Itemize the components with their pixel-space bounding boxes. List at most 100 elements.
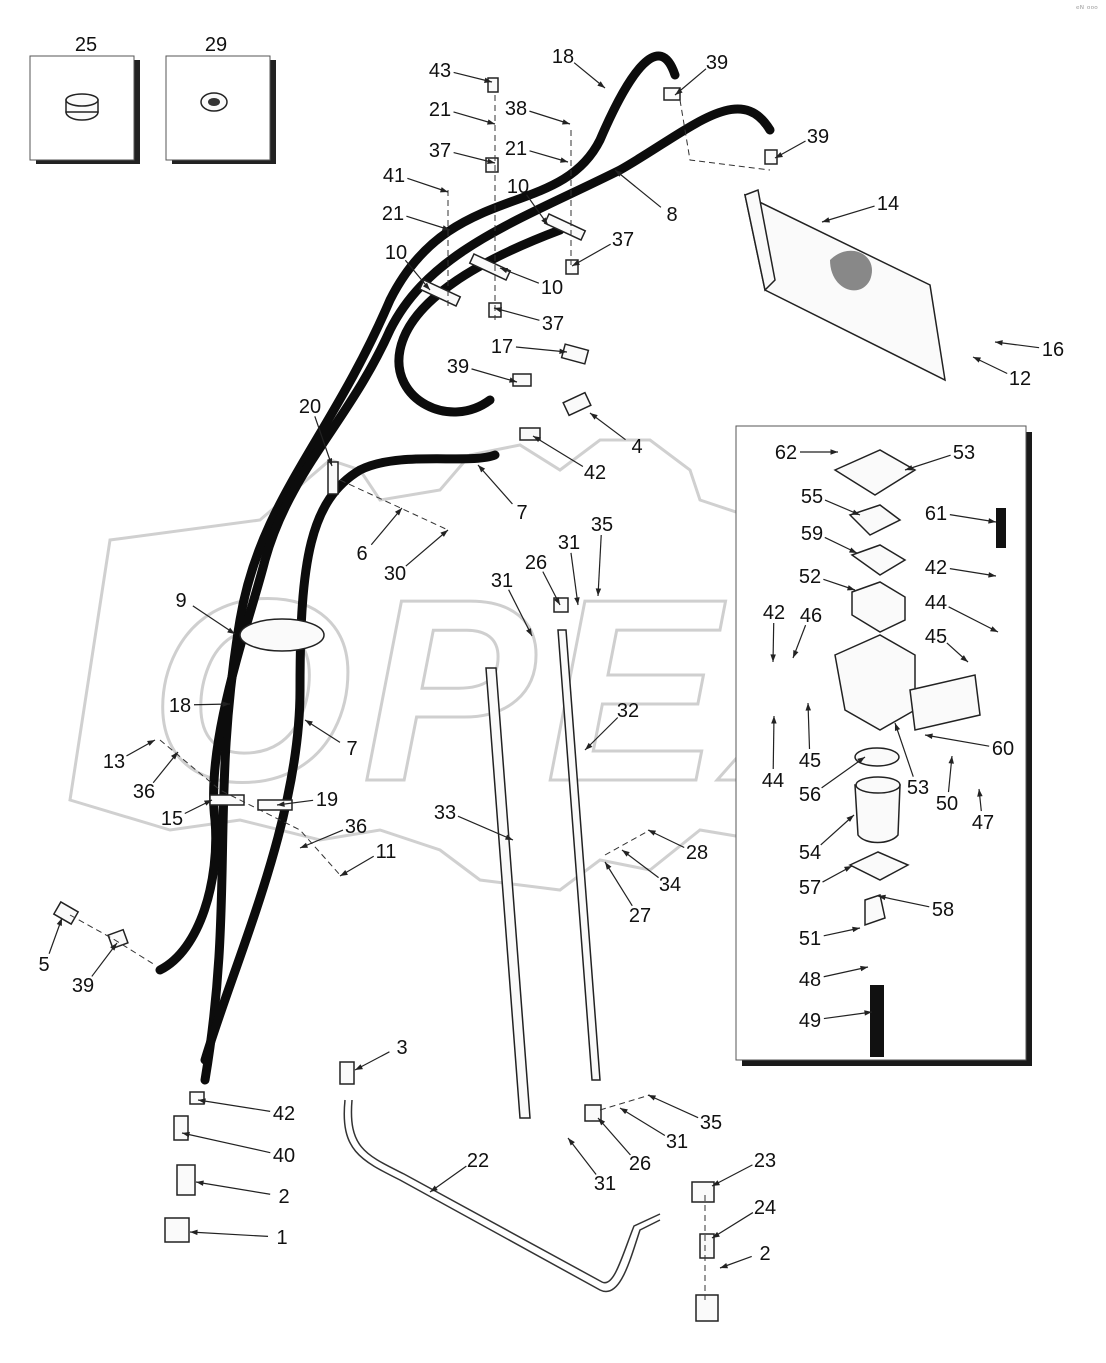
callout-10: 10 (507, 176, 529, 198)
callout-6: 6 (356, 543, 367, 565)
callout-41: 41 (383, 165, 405, 187)
leader-arrowhead-59 (849, 547, 857, 553)
leader-line-37 (493, 307, 540, 321)
leader-arrowhead-44 (771, 716, 777, 724)
leader-arrowhead-40 (182, 1131, 190, 1138)
leader-arrowhead-18 (222, 701, 230, 707)
callout-34: 34 (659, 874, 681, 896)
leader-arrowhead-62 (830, 449, 838, 455)
callout-12: 12 (1009, 368, 1031, 390)
callout-33: 33 (434, 802, 456, 824)
leader-arrowhead-2 (720, 1263, 728, 1269)
corner-mark: ᵉᴺ ᵒᵒᵒ (1076, 5, 1098, 15)
leader-line-17 (515, 346, 568, 353)
callout-35: 35 (700, 1112, 722, 1134)
callout-10: 10 (541, 277, 563, 299)
bars (485, 629, 601, 1119)
leader-arrowhead-1 (190, 1229, 198, 1236)
leader-line-6 (370, 507, 403, 546)
leader-arrowhead-50 (948, 756, 954, 764)
callout-24: 24 (754, 1197, 776, 1219)
leader-arrowhead-24 (712, 1231, 720, 1238)
callout-13: 13 (103, 751, 125, 773)
leader-arrowhead-26 (553, 597, 560, 605)
leader-arrowhead-49 (864, 1010, 872, 1016)
leader-arrowhead-60 (925, 733, 933, 739)
callout-35: 35 (591, 514, 613, 536)
filter-assembly (833, 449, 1006, 1057)
leader-arrowhead-10 (422, 282, 430, 290)
leader-arrowhead-45 (960, 655, 968, 662)
leader-arrowhead-39 (775, 152, 783, 158)
callout-42: 42 (273, 1103, 295, 1125)
leader-arrowhead-57 (844, 866, 852, 872)
leader-line-30 (405, 529, 449, 567)
leader-arrowhead-23 (712, 1180, 720, 1186)
leader-arrowhead-46 (793, 650, 799, 658)
callout-17: 17 (491, 336, 513, 358)
leader-arrowhead-48 (860, 965, 868, 972)
leader-arrowhead-54 (846, 815, 854, 822)
callout-53: 53 (907, 777, 929, 799)
callout-23: 23 (754, 1150, 776, 1172)
leader-line-26 (597, 1117, 631, 1156)
callout-42: 42 (763, 602, 785, 624)
leader-line-35 (597, 534, 602, 597)
leader-line-14 (821, 205, 875, 223)
callout-30: 30 (384, 563, 406, 585)
leader-line-23 (711, 1164, 753, 1187)
leader-arrowhead-14 (822, 217, 830, 223)
hose-7 (200, 450, 500, 1065)
callout-62: 62 (775, 442, 797, 464)
leader-arrowhead-47 (977, 789, 983, 797)
leader-line-48 (823, 966, 869, 978)
leader-arrowhead-39 (675, 88, 683, 95)
assembly-lines (69, 95, 771, 1300)
callout-44: 44 (925, 592, 947, 614)
leader-arrowhead-21 (442, 225, 450, 231)
callout-43: 43 (429, 60, 451, 82)
callout-1: 1 (276, 1227, 287, 1249)
callout-8: 8 (666, 204, 677, 226)
callout-39: 39 (447, 356, 469, 378)
leader-arrowhead-32 (585, 742, 593, 750)
leader-arrowhead-42 (533, 436, 541, 443)
leader-line-31 (570, 552, 579, 606)
leader-line-24 (711, 1212, 754, 1239)
callout-56: 56 (799, 784, 821, 806)
callout-49: 49 (799, 1010, 821, 1032)
leader-arrowhead-9 (227, 627, 235, 634)
leader-arrowhead-20 (326, 458, 332, 466)
leader-arrowhead-31 (574, 597, 580, 605)
leader-line-53 (894, 722, 914, 777)
callout-9: 9 (175, 590, 186, 612)
callout-14: 14 (877, 193, 899, 215)
leader-arrowhead-28 (648, 830, 656, 836)
callout-7: 7 (346, 738, 357, 760)
leader-arrowhead-35 (648, 1095, 656, 1101)
callout-21: 21 (505, 138, 527, 160)
callout-5: 5 (38, 954, 49, 976)
leader-arrowhead-17 (559, 348, 567, 355)
inset-box-29 (165, 55, 276, 164)
leader-arrowhead-30 (440, 530, 448, 537)
callout-39: 39 (706, 52, 728, 74)
callout-21: 21 (382, 203, 404, 225)
leader-arrowhead-8 (615, 170, 623, 177)
callout-20: 20 (299, 396, 321, 418)
callout-26: 26 (525, 552, 547, 574)
leader-line-44 (772, 715, 775, 770)
leader-arrowhead-31 (526, 628, 532, 636)
leader-arrowhead-37 (572, 260, 580, 266)
hose-upper (394, 225, 565, 417)
callout-19: 19 (316, 789, 338, 811)
callout-2: 2 (759, 1243, 770, 1265)
callout-2: 2 (278, 1186, 289, 1208)
leader-arrowhead-36 (300, 842, 308, 848)
leader-arrowhead-10 (500, 268, 508, 274)
leader-arrowhead-37 (487, 158, 495, 164)
callout-7: 7 (516, 502, 527, 524)
callout-45: 45 (925, 626, 947, 648)
leader-arrowhead-42 (198, 1098, 206, 1104)
